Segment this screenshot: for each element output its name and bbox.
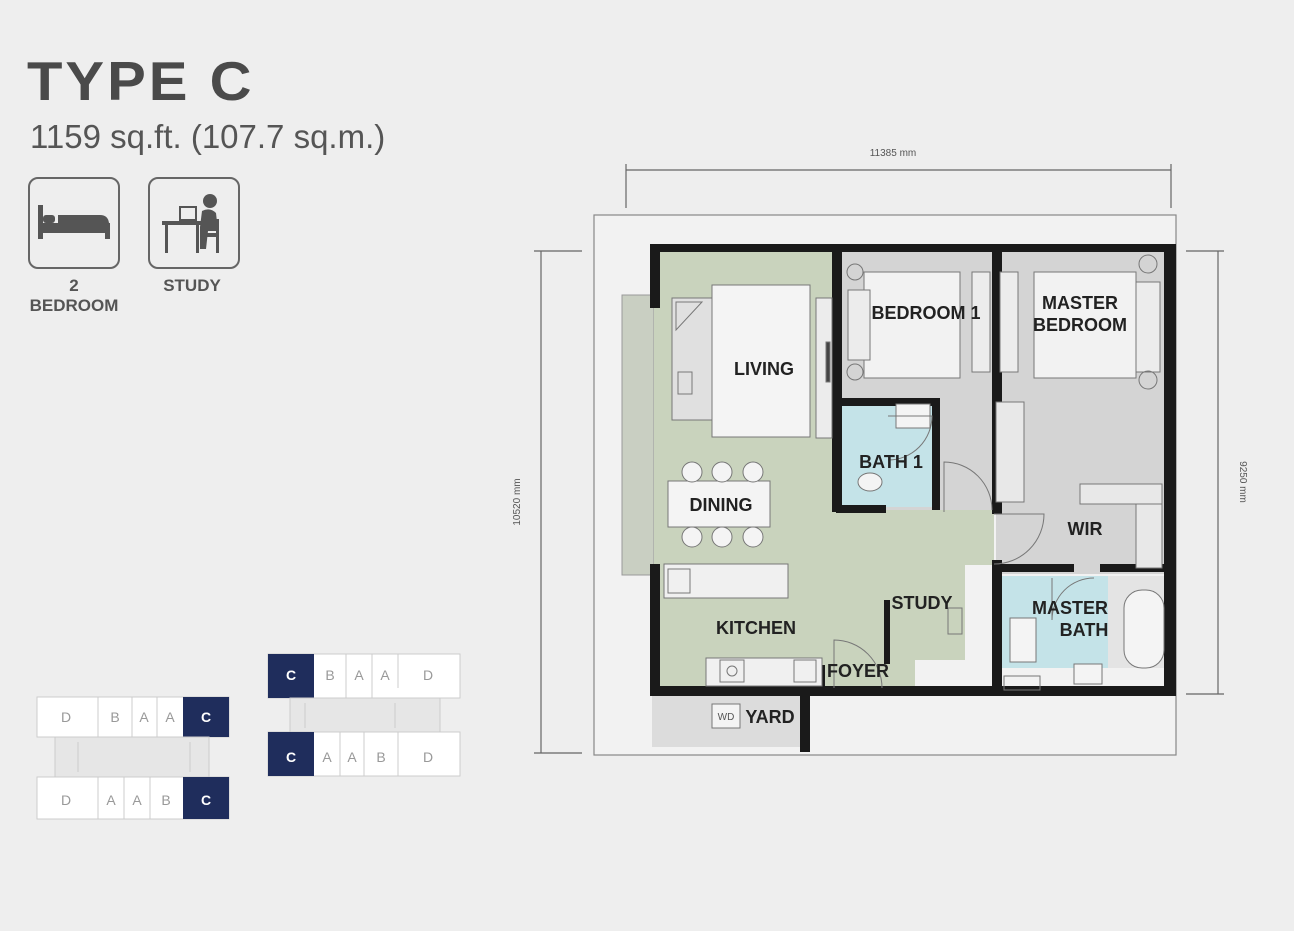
room-label-yard: YARD bbox=[745, 707, 794, 727]
key-unit: A bbox=[106, 792, 116, 808]
key-unit: A bbox=[347, 749, 357, 765]
furniture bbox=[663, 254, 1165, 729]
room-label-master-bath-line2: BATH bbox=[1060, 620, 1109, 640]
walls bbox=[650, 244, 1176, 752]
room-label-master-bath-line1: MASTER bbox=[1032, 598, 1108, 618]
room-label-kitchen: KITCHEN bbox=[716, 618, 796, 638]
room-label-master-bedroom-line1: MASTER bbox=[1042, 293, 1118, 313]
key-unit: C bbox=[201, 792, 211, 808]
key-unit: A bbox=[139, 709, 149, 725]
key-unit: B bbox=[161, 792, 170, 808]
feature-label-bedroom: 2 BEDROOM bbox=[29, 276, 119, 315]
room-label-bath-1: BATH 1 bbox=[859, 452, 923, 472]
room-label-wir: WIR bbox=[1068, 519, 1103, 539]
balcony bbox=[621, 294, 655, 576]
key-unit: D bbox=[61, 792, 71, 808]
key-unit: C bbox=[201, 709, 211, 725]
key-unit: D bbox=[61, 709, 71, 725]
key-unit: A bbox=[354, 667, 364, 683]
dimension-height-left: 10520 mm bbox=[512, 478, 523, 525]
washer-dryer-label: WD bbox=[718, 712, 735, 723]
study-desk-icon bbox=[148, 177, 240, 269]
dimension-height-right: 9250 mm bbox=[1237, 461, 1248, 503]
unit-type-title: TYPE C bbox=[27, 50, 255, 113]
key-unit: B bbox=[376, 749, 385, 765]
room-label-bedroom-1: BEDROOM 1 bbox=[871, 303, 980, 323]
feature-label-study: STUDY bbox=[163, 276, 221, 295]
room-label-foyer: FOYER bbox=[827, 661, 889, 681]
unit-area: 1159 sq.ft. (107.7 sq.m.) bbox=[30, 118, 386, 155]
key-unit: C bbox=[286, 667, 296, 683]
key-unit: A bbox=[380, 667, 390, 683]
key-unit: A bbox=[132, 792, 142, 808]
key-unit: A bbox=[165, 709, 175, 725]
key-unit: B bbox=[110, 709, 119, 725]
dimension-lines bbox=[534, 164, 1224, 754]
key-unit: C bbox=[286, 749, 296, 765]
bed-icon bbox=[28, 177, 120, 269]
key-plan-right: C B A A D C A A B D bbox=[267, 653, 461, 777]
dimension-width: 11385 mm bbox=[870, 148, 917, 159]
key-unit: B bbox=[325, 667, 334, 683]
key-unit: D bbox=[423, 667, 433, 683]
key-unit: D bbox=[423, 749, 433, 765]
key-unit: A bbox=[322, 749, 332, 765]
room-label-living: LIVING bbox=[734, 359, 794, 379]
room-label-study: STUDY bbox=[891, 593, 952, 613]
room-label-master-bedroom-line2: BEDROOM bbox=[1033, 315, 1127, 335]
room-label-dining: DINING bbox=[690, 495, 753, 515]
key-plan-left: D B A A C D A A B C bbox=[36, 696, 230, 820]
doors bbox=[833, 415, 1095, 689]
